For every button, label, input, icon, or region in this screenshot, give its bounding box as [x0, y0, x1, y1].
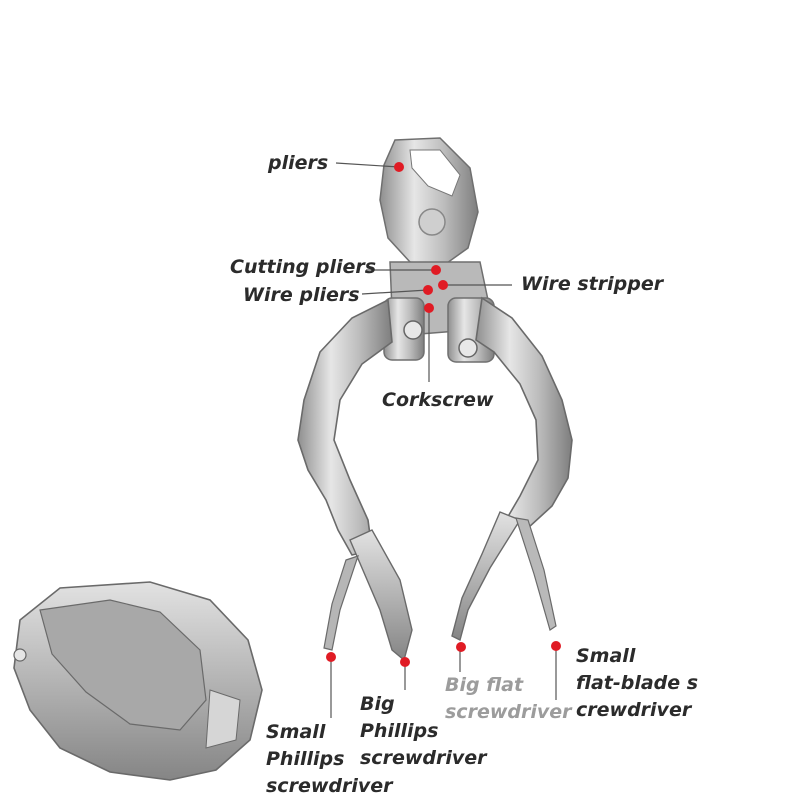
marker-small-flat: [551, 641, 561, 651]
label-big-phillips-screwdriver: Big Phillips screwdriver: [360, 693, 487, 769]
pliers-head: [379, 137, 479, 269]
marker-pliers: [394, 162, 404, 172]
label-small-phillips-screwdriver: Small Phillips screwdriver: [266, 721, 393, 797]
label-corkscrew: Corkscrew: [382, 389, 494, 411]
marker-wire-stripper: [438, 280, 448, 290]
marker-wire-pliers: [423, 285, 433, 295]
marker-big-phillips: [400, 657, 410, 667]
label-small-flat-blade-screwdriver: Small flat-blade s crewdriver: [576, 645, 699, 721]
label-big-flat-screwdriver: Big flat screwdriver: [445, 674, 572, 723]
marker-dots: [326, 162, 561, 667]
label-wire-pliers: Wire pliers: [243, 284, 360, 306]
leader-lines: [330, 162, 557, 718]
label-pliers: pliers: [268, 152, 329, 174]
marker-big-flat: [456, 642, 466, 652]
folded-tool-inset: [13, 581, 263, 781]
marker-cutting-pliers: [431, 265, 441, 275]
label-wire-stripper: Wire stripper: [521, 273, 664, 295]
marker-corkscrew: [424, 303, 434, 313]
pliers-joint: [383, 261, 495, 363]
label-cutting-pliers: Cutting pliers: [230, 256, 377, 278]
marker-small-phillips: [326, 652, 336, 662]
right-handle: [451, 296, 573, 642]
left-handle: [297, 298, 413, 662]
